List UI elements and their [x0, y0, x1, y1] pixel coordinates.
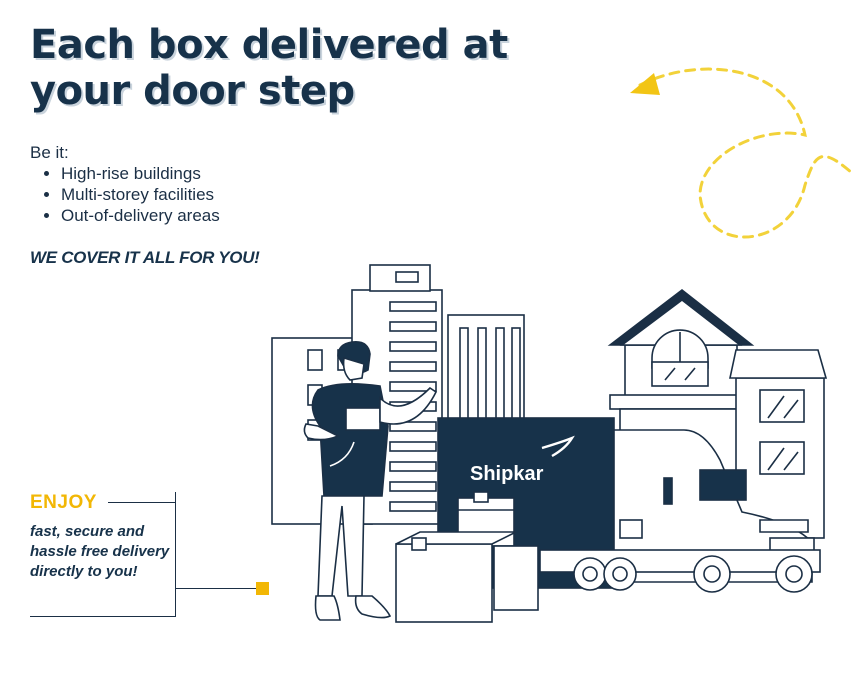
headline-line-1: Each box delivered at — [30, 22, 508, 68]
callout-connector — [176, 588, 258, 589]
callout-dot-icon — [256, 582, 269, 595]
dashed-arrow-icon — [630, 67, 854, 239]
enjoy-title: ENJOY — [30, 492, 103, 514]
enjoy-divider — [108, 502, 176, 503]
enjoy-callout-frame — [30, 492, 176, 617]
tagline: WE COVER IT ALL FOR YOU! — [30, 248, 260, 267]
person-illustration — [303, 340, 438, 621]
truck-brand-label: Shipkar — [470, 463, 544, 485]
intro-text: Be it: — [30, 143, 69, 162]
delivery-illustration: Shipkar — [271, 264, 828, 623]
parcel-boxes — [395, 491, 539, 623]
headline-line-2: your door step — [30, 68, 355, 114]
coverage-list: High-rise buildings Multi-storey facilit… — [30, 163, 220, 226]
enjoy-text: fast, secure and hassle free delivery di… — [30, 523, 170, 580]
list-item: High-rise buildings — [61, 163, 220, 184]
list-item: Out-of-delivery areas — [61, 205, 220, 226]
list-item: Multi-storey facilities — [61, 184, 220, 205]
headline: Each box delivered at your door step — [30, 22, 590, 114]
